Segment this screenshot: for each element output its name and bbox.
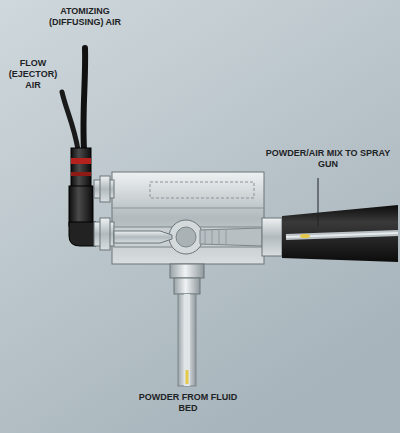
part-label: ATOMIZING (DIFFUSING) AIR xyxy=(44,6,126,28)
part-label: FLOW (EJECTOR) AIR xyxy=(4,58,62,91)
label-box: POWDER FROM FLUID BED xyxy=(130,392,246,415)
label-box: ATOMIZING (DIFFUSING) AIR xyxy=(44,6,126,29)
part-label: POWDER FROM FLUID BED xyxy=(130,392,246,414)
part-label: POWDER/AIR MIX TO SPRAY GUN xyxy=(262,148,394,170)
label-box: FLOW (EJECTOR) AIR xyxy=(4,58,62,92)
label-box: POWDER/AIR MIX TO SPRAY GUN xyxy=(262,148,394,171)
